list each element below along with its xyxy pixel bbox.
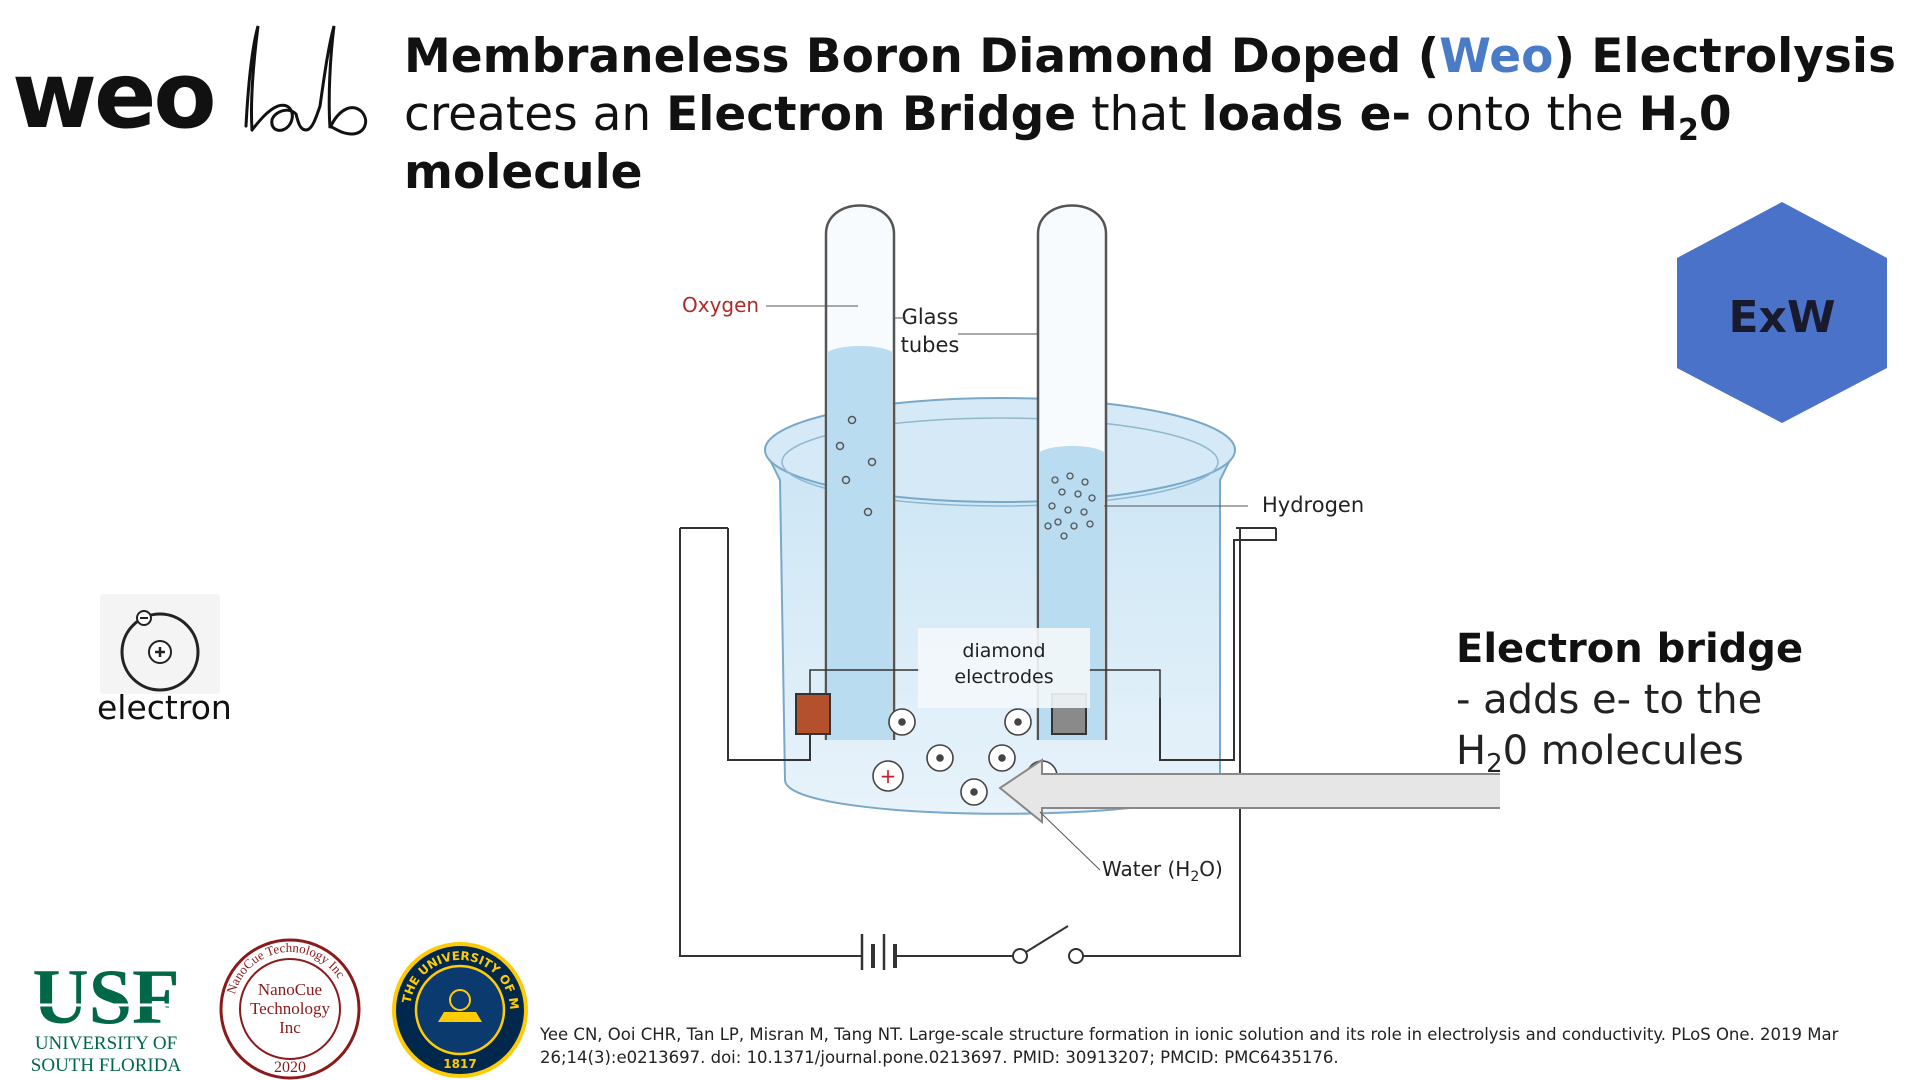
svg-text:2020: 2020 bbox=[274, 1059, 306, 1076]
anode-electrode bbox=[795, 693, 831, 735]
logo-weo-text: weo bbox=[12, 42, 217, 149]
battery-icon bbox=[854, 934, 1012, 970]
electrolysis-diagram: diamond electrodes + − Oxygen Glass tube… bbox=[679, 204, 1500, 970]
svg-text:1817: 1817 bbox=[443, 1057, 476, 1071]
svg-text:Inc: Inc bbox=[279, 1018, 301, 1037]
electron-label: electron bbox=[97, 688, 232, 727]
electron-bridge-caption: Electron bridge - adds e- to the H20 mol… bbox=[1456, 624, 1896, 777]
hydrogen-label: Hydrogen bbox=[1262, 493, 1364, 517]
exw-hexagon-badge bbox=[1677, 202, 1887, 423]
umich-seal: THE UNIVERSITY OF MICHIGAN 1817 bbox=[390, 942, 528, 1078]
exw-badge-label: ExW bbox=[1728, 292, 1836, 343]
svg-text:UNIVERSITY OF: UNIVERSITY OF bbox=[35, 1033, 177, 1054]
electron-bridge-line2: - adds e- to the bbox=[1456, 677, 1763, 723]
electron-bridge-line3: H20 molecules bbox=[1456, 728, 1744, 779]
svg-text:SOUTH FLORIDA: SOUTH FLORIDA bbox=[31, 1055, 182, 1075]
glass-tubes-label-2: tubes bbox=[901, 333, 960, 357]
page-title: Membraneless Boron Diamond Doped (Weo) E… bbox=[404, 29, 1896, 200]
weolab-logo: weo bbox=[12, 18, 382, 148]
svg-text:USF: USF bbox=[32, 955, 179, 1040]
circuit-wire bbox=[679, 528, 854, 957]
citation-text: Yee CN, Ooi CHR, Tan LP, Misran M, Tang … bbox=[540, 1025, 1839, 1067]
nanocue-logo: NanoCue Technology Inc NanoCue Technolog… bbox=[219, 938, 361, 1080]
usf-logo: USF UNIVERSITY OF SOUTH FLORIDA bbox=[24, 955, 188, 1075]
electron-icon bbox=[100, 594, 220, 694]
switch-icon bbox=[1012, 925, 1084, 964]
title-highlight-weo: Weo bbox=[1439, 29, 1554, 84]
water-label: Water (H2O) bbox=[1102, 857, 1223, 885]
diamond-electrodes-label-1: diamond bbox=[962, 640, 1045, 662]
diamond-electrodes-label-2: electrodes bbox=[954, 666, 1053, 688]
oxygen-tube bbox=[824, 204, 896, 740]
logo-lab-script bbox=[244, 25, 368, 136]
glass-tubes-label-1: Glass bbox=[902, 305, 959, 329]
svg-text:Technology: Technology bbox=[250, 999, 331, 1018]
electron-bridge-heading: Electron bridge bbox=[1456, 626, 1804, 672]
electron-bridge-arrow bbox=[998, 758, 1500, 825]
oxygen-label: Oxygen bbox=[682, 293, 759, 317]
plus-sign: + bbox=[880, 764, 897, 788]
svg-text:NanoCue: NanoCue bbox=[258, 980, 322, 999]
